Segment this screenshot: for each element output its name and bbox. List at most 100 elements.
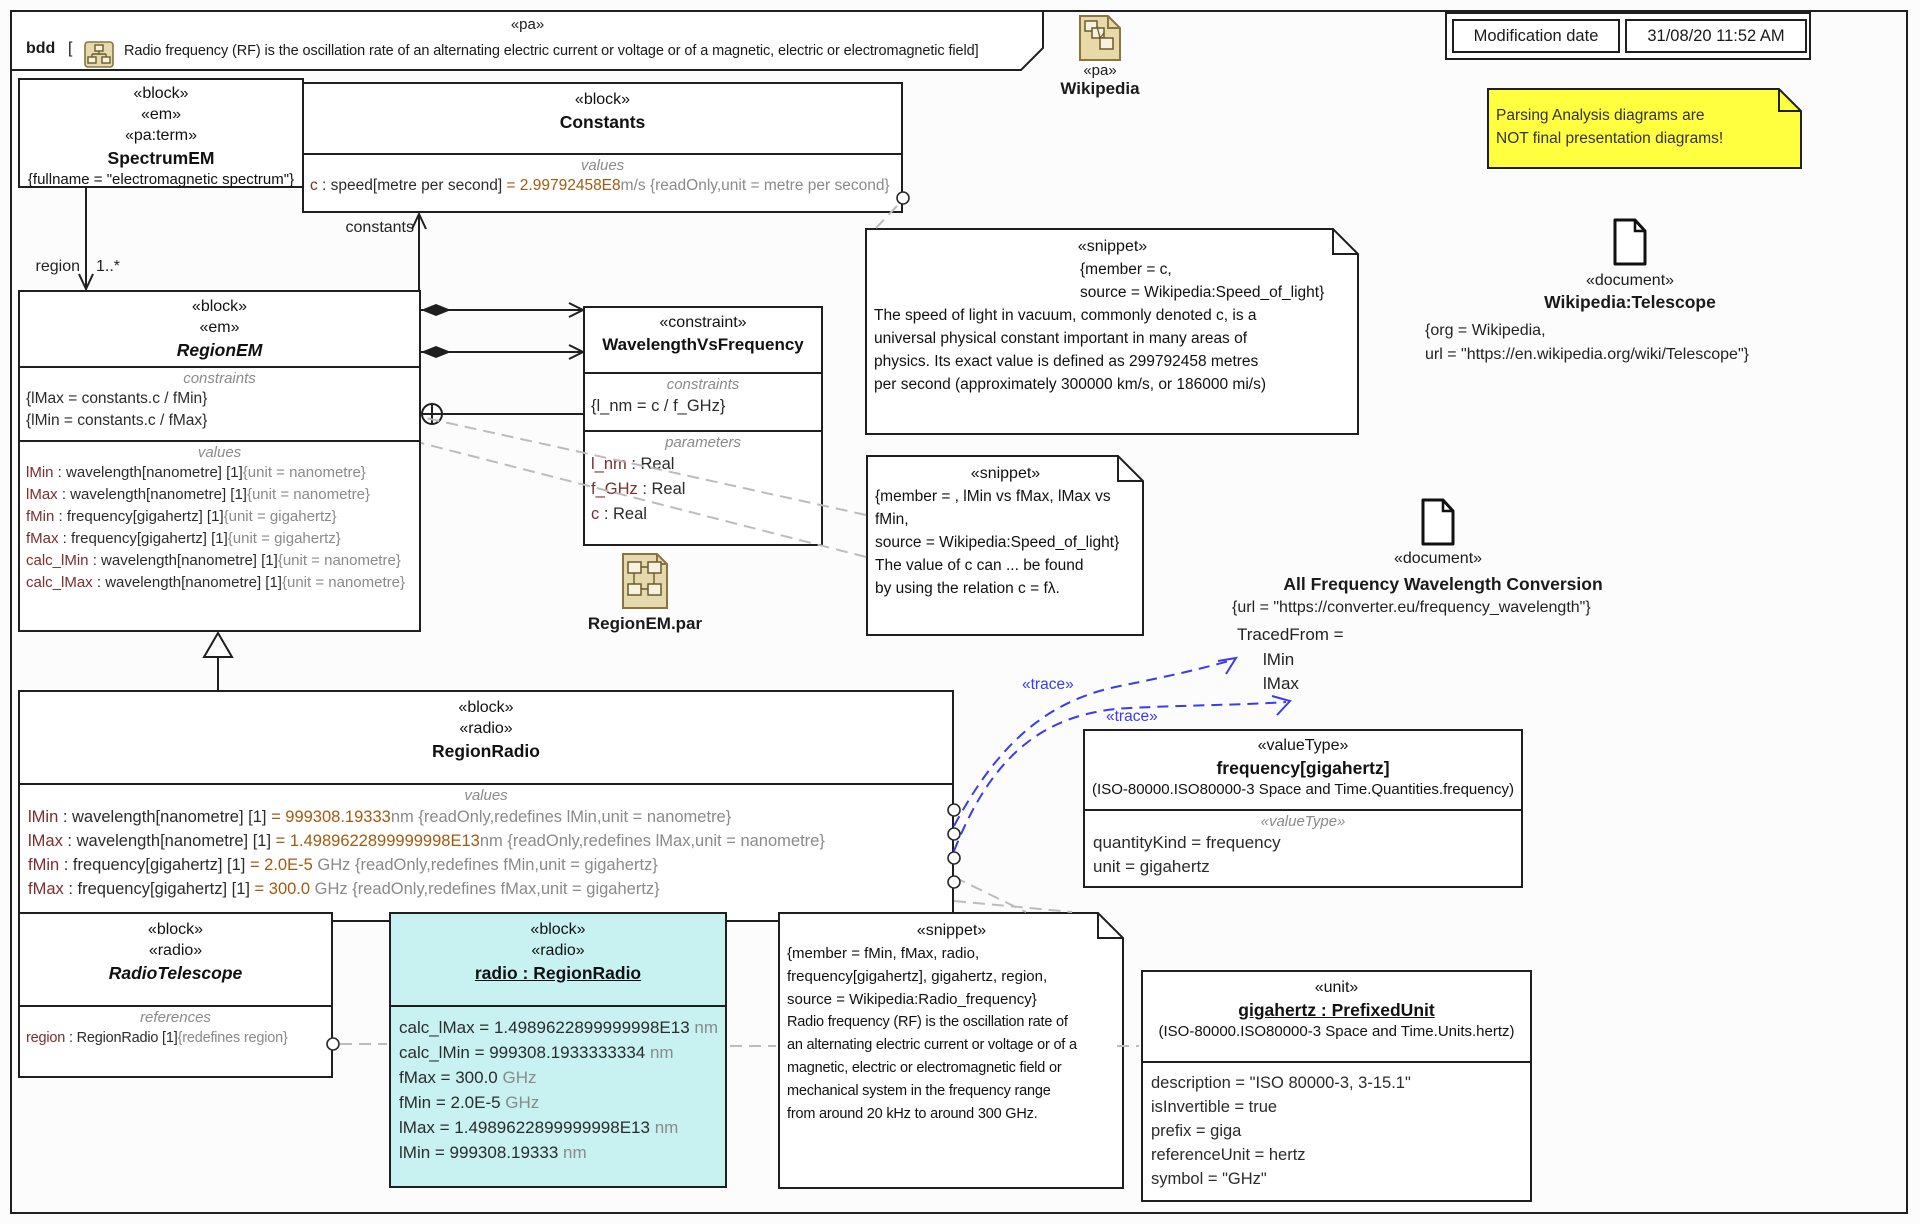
note-meta: {member = , lMin vs fMax, lMax vs	[875, 488, 1111, 505]
value-tag: {readOnly,redefines lMax,unit = nanometr…	[507, 832, 825, 850]
value-name: lMax	[28, 832, 63, 850]
block-frequency-gigahertz[interactable]: «valueType» frequency[gigahertz] (ISO-80…	[1083, 729, 1523, 888]
prop-row: unit = gigahertz	[1093, 857, 1210, 876]
compartment-label: constraints	[666, 376, 740, 393]
slot-unit: nm	[558, 1143, 587, 1162]
value-name: c	[310, 177, 318, 194]
document-telescope[interactable]: «document» Wikipedia:Telescope	[1480, 272, 1780, 314]
value-row: fMax : frequency[gigahertz] [1]{unit = g…	[20, 528, 419, 550]
document-icon[interactable]	[1612, 218, 1648, 266]
block-spectrum-em[interactable]: «block» «em» «pa:term» SpectrumEM {fulln…	[18, 78, 304, 188]
note-meta: fMin,	[875, 511, 909, 528]
regionem-par[interactable]: RegionEM.par	[570, 552, 720, 634]
stereotype: «block»	[458, 699, 514, 716]
header-title: Radio frequency (RF) is the oscillation …	[124, 43, 979, 59]
param-type: : Real	[599, 505, 647, 523]
value-unit: GHz	[317, 856, 355, 874]
slot-row: calc_lMax = 1.4989622899999998E13 nm	[391, 1015, 725, 1040]
note-stereotype: «snippet»	[916, 922, 987, 939]
value-name: fMin	[26, 508, 55, 525]
ref-name: region	[26, 1030, 66, 1046]
slot-text: fMin = 2.0E-5	[399, 1093, 501, 1112]
traced-item: lMax	[1263, 674, 1299, 693]
note-snippet-relation[interactable]: «snippet» {member = , lMin vs fMax, lMax…	[866, 455, 1145, 637]
block-name: frequency[gigahertz]	[1216, 758, 1390, 778]
block-name: RegionRadio	[432, 741, 540, 761]
block-region-radio[interactable]: «block» «radio» RegionRadio values lMin …	[18, 690, 954, 922]
param-type: : Real	[637, 480, 686, 498]
slot-unit: nm	[649, 1118, 679, 1137]
compartment-label: values	[197, 444, 242, 461]
warning-note[interactable]: Parsing Analysis diagrams are NOT final …	[1487, 88, 1803, 170]
traced-item: lMin	[1263, 650, 1295, 669]
slot-unit: GHz	[497, 1068, 537, 1087]
note-meta: source = Wikipedia:Radio_frequency}	[787, 991, 1037, 1008]
wikipedia-icon	[1079, 15, 1121, 61]
value-row: lMin : wavelength[nanometre] [1]{unit = …	[20, 462, 419, 484]
value-value: = 2.0E-5	[249, 856, 318, 874]
slot-text: calc_lMin = 999308.1933333334	[399, 1043, 646, 1062]
block-region-em[interactable]: «block» «em» RegionEM constraints {lMax …	[18, 290, 421, 632]
document-conversion[interactable]: All Frequency Wavelength Conversion	[1258, 572, 1628, 596]
value-row: calc_lMin : wavelength[nanometre] [1]{un…	[20, 550, 419, 572]
wikipedia-profile[interactable]: «pa» Wikipedia	[1040, 14, 1160, 99]
slot-row: fMin = 2.0E-5 GHz	[391, 1090, 725, 1115]
prop-row: referenceUnit = hertz	[1151, 1146, 1306, 1164]
prop-row: symbol = "GHz"	[1151, 1170, 1267, 1188]
prop-row: prefix = giga	[1151, 1122, 1242, 1140]
block-name: SpectrumEM	[107, 148, 215, 168]
trace-stereotype-label: «trace»	[1022, 676, 1074, 693]
note-body: Radio frequency (RF) is the oscillation …	[787, 1014, 1068, 1030]
slot-row: calc_lMin = 999308.1933333334 nm	[391, 1040, 725, 1065]
block-gigahertz[interactable]: «unit» gigahertz : PrefixedUnit (ISO-800…	[1141, 970, 1532, 1202]
prop-row: isInvertible = true	[1151, 1098, 1278, 1116]
note-body: from around 20 kHz to around 300 GHz.	[787, 1106, 1038, 1122]
block-name: RegionEM	[176, 340, 263, 360]
parameter-row: c : Real	[585, 502, 821, 527]
value-name: fMax	[26, 530, 59, 547]
modification-date-label: Modification date	[1452, 19, 1620, 53]
association-label-constants: constants	[345, 219, 414, 236]
value-type: : speed[metre per second]	[317, 177, 507, 194]
header-stereotype: «pa»	[510, 16, 545, 33]
value-value: = 1.4989622899999998E13	[275, 832, 480, 850]
note-meta: {member = c,	[1080, 261, 1172, 278]
value-type: : wavelength[nanometre] [1]	[53, 464, 243, 481]
note-snippet-radio[interactable]: «snippet» {member = fMin, fMax, radio, f…	[778, 912, 1125, 1190]
value-unit: nm	[479, 832, 508, 850]
stereotype: «valueType»	[1257, 737, 1349, 754]
document-icon[interactable]	[1420, 498, 1456, 546]
parameter-row: f_GHz : Real	[585, 477, 821, 502]
value-type: : wavelength[nanometre] [1]	[58, 808, 272, 826]
note-body: magnetic, electric or electromagnetic fi…	[787, 1060, 1062, 1076]
value-row: lMax : wavelength[nanometre] [1] = 1.498…	[20, 829, 952, 853]
note-meta: source = Wikipedia:Speed_of_light}	[875, 534, 1120, 551]
block-wavelength-vs-frequency[interactable]: «constraint» WavelengthVsFrequency const…	[583, 306, 823, 546]
ref-tag: {redefines region}	[177, 1030, 288, 1046]
value-name: calc_lMin	[26, 552, 89, 569]
warning-line: NOT final presentation diagrams!	[1496, 130, 1724, 147]
value-type: : wavelength[nanometre] [1]	[57, 486, 247, 503]
value-type: : frequency[gigahertz] [1]	[59, 856, 250, 874]
note-body: per second (approximately 300000 km/s, o…	[874, 376, 1267, 393]
param-type: : Real	[626, 455, 675, 473]
diagram-header-tab[interactable]: «pa» bdd [ Radio frequency (RF) is the o…	[10, 10, 1045, 72]
compartment-label: values	[464, 787, 508, 804]
wikipedia-label: Wikipedia	[1060, 79, 1140, 98]
trace-stereotype-label: «trace»	[1106, 708, 1158, 725]
block-radio-instance[interactable]: «block» «radio» radio : RegionRadio calc…	[389, 912, 727, 1188]
value-unit: m/s	[620, 177, 650, 194]
note-snippet-speed-of-light[interactable]: «snippet» {member = c, source = Wikipedi…	[865, 228, 1360, 436]
compartment-label: references	[140, 1009, 211, 1026]
document-conversion-stereo: «document»	[1338, 550, 1538, 568]
block-radio-telescope[interactable]: «block» «radio» RadioTelescope reference…	[18, 912, 333, 1078]
value-row: fMax : frequency[gigahertz] [1] = 300.0 …	[20, 877, 952, 901]
modification-date-box: Modification date 31/08/20 11:52 AM	[1445, 12, 1811, 60]
compartment-label: «valueType»	[1260, 813, 1346, 830]
block-constants[interactable]: «block» Constants values c : speed[metre…	[302, 82, 903, 213]
value-row: lMax : wavelength[nanometre] [1]{unit = …	[20, 484, 419, 506]
header-tab-shape	[10, 10, 1044, 71]
document-name: Wikipedia:Telescope	[1544, 292, 1716, 312]
header-kind: bdd	[26, 40, 56, 57]
value-tag: {readOnly,unit = metre per second}	[649, 177, 890, 194]
